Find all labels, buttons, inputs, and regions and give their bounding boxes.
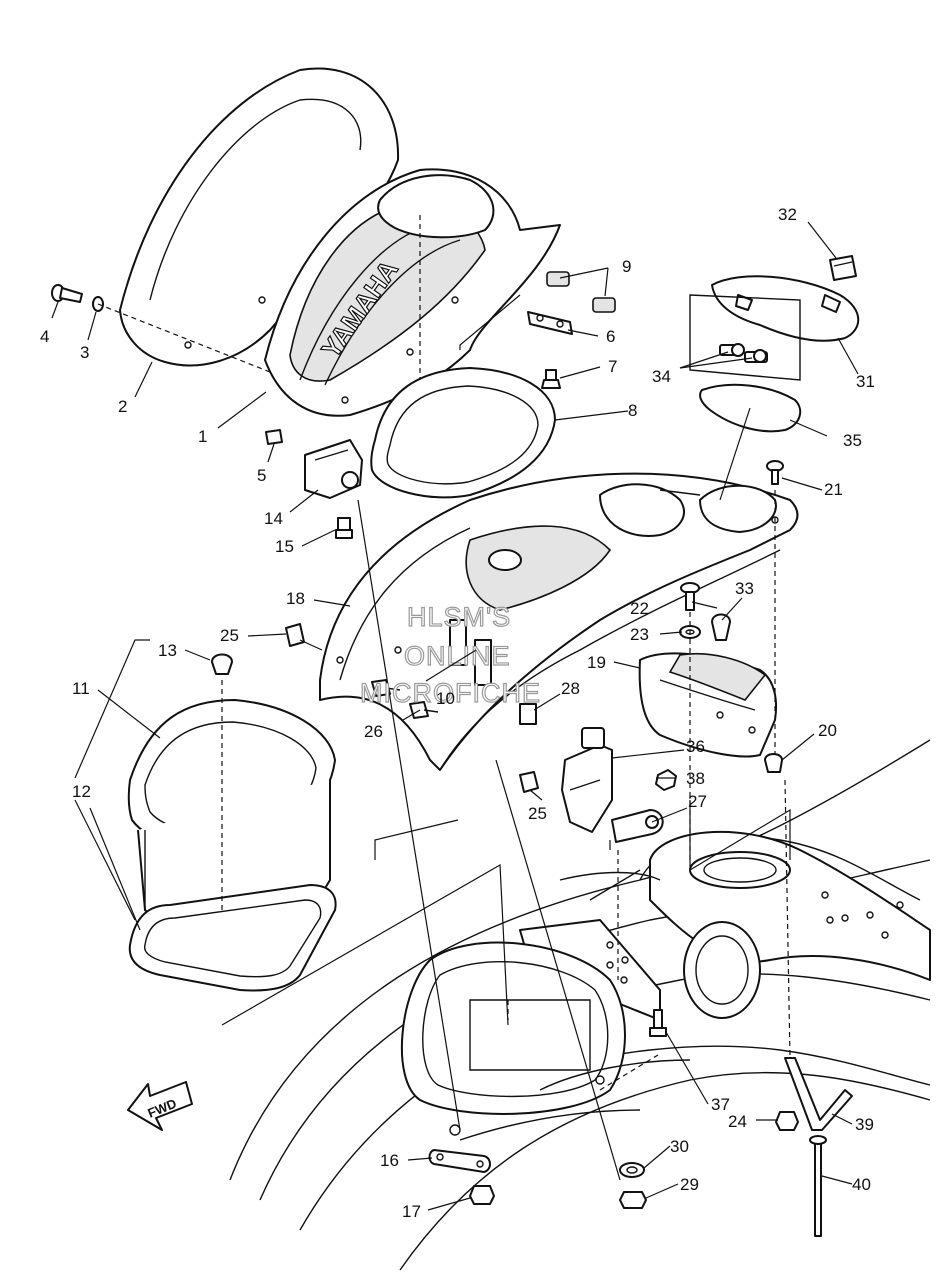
part-22-bolt (680, 582, 700, 611)
callout-10: 10 (436, 689, 455, 708)
part-18-deck-panel (319, 472, 799, 771)
part-12-bin-gasket (128, 884, 337, 992)
callout-37: 37 (711, 1095, 730, 1114)
part-27-bracket (611, 809, 664, 843)
part-15-screw (335, 517, 353, 539)
callout-19: 19 (587, 653, 606, 672)
part-1-hood: YAMAHA (264, 168, 561, 417)
callout-34: 34 (652, 367, 671, 386)
callout-9: 9 (622, 257, 631, 276)
part-33-plug (711, 613, 731, 641)
watermark: HLSM'S ONLINE MICROFICHE (359, 601, 541, 708)
callout-33: 33 (735, 579, 754, 598)
part-40-rod (809, 1135, 827, 1237)
part-24-nut (775, 1111, 799, 1131)
part-6-bracket (527, 311, 573, 335)
callouts: 1 2 3 4 5 6 7 8 9 10 11 12 13 14 15 16 1… (40, 205, 875, 1221)
callout-32: 32 (778, 205, 797, 224)
callout-4: 4 (40, 327, 49, 346)
explode-lines (221, 294, 791, 1181)
part-39-bracket (784, 1057, 853, 1131)
callout-12: 12 (72, 782, 91, 801)
fwd-arrow-icon: FWD (127, 1081, 193, 1131)
callout-29: 29 (680, 1175, 699, 1194)
part-13-grommet (211, 653, 233, 675)
callout-3: 3 (80, 343, 89, 362)
callout-17: 17 (402, 1202, 421, 1221)
callout-28: 28 (561, 679, 580, 698)
watermark-line-1: HLSM'S (407, 602, 511, 632)
callout-22: 22 (630, 599, 649, 618)
part-30-washer (619, 1162, 645, 1178)
part-29-nut (619, 1191, 647, 1209)
callout-16: 16 (380, 1151, 399, 1170)
part-31-lid (689, 275, 860, 381)
part-2-cover (119, 67, 400, 367)
part-9-pads (546, 271, 616, 313)
callout-7: 7 (608, 357, 617, 376)
callout-25b: 25 (528, 804, 547, 823)
part-21-screw (766, 460, 784, 485)
callout-39: 39 (855, 1115, 874, 1134)
part-28-clip (519, 703, 537, 725)
part-37-bolt (649, 1009, 667, 1037)
callout-21: 21 (824, 480, 843, 499)
callout-8: 8 (628, 401, 637, 420)
callout-40: 40 (852, 1175, 871, 1194)
part-19-console (638, 652, 778, 758)
callout-27: 27 (688, 792, 707, 811)
part-32-clip (829, 255, 857, 281)
callout-18: 18 (286, 589, 305, 608)
callout-11: 11 (72, 679, 90, 698)
callout-14: 14 (264, 509, 283, 528)
part-20-grommet (764, 753, 783, 773)
callout-31: 31 (856, 372, 875, 391)
part-17-nut (469, 1185, 495, 1205)
callout-2: 2 (118, 397, 127, 416)
callout-36: 36 (686, 737, 705, 756)
callout-24: 24 (728, 1112, 747, 1131)
callout-35: 35 (843, 431, 862, 450)
hull-deck (229, 739, 931, 1271)
part-4-screw (51, 284, 83, 303)
watermark-line-2: ONLINE (404, 641, 511, 671)
callout-38: 38 (686, 769, 705, 788)
part-14-hinge (304, 439, 363, 499)
callout-23: 23 (630, 625, 649, 644)
part-7-bolt (541, 369, 561, 389)
callout-20: 20 (818, 721, 837, 740)
part-8-gasket (370, 367, 556, 499)
callout-26: 26 (364, 722, 383, 741)
assembly-guide-lines (97, 215, 791, 1091)
callout-6: 6 (606, 327, 615, 346)
watermark-line-3: MICROFICHE (360, 678, 541, 708)
part-34-hinge-pins (719, 343, 768, 363)
callout-1: 1 (198, 427, 207, 446)
callout-25a: 25 (220, 626, 239, 645)
part-38-nut (655, 769, 677, 791)
part-36-switch (561, 727, 613, 833)
part-16-plate (428, 1149, 491, 1173)
callout-15: 15 (275, 537, 294, 556)
callout-13: 13 (158, 641, 177, 660)
callout-5: 5 (257, 466, 266, 485)
part-5-nut (265, 429, 283, 445)
callout-30: 30 (670, 1137, 689, 1156)
callout-leaders (51, 221, 859, 1211)
